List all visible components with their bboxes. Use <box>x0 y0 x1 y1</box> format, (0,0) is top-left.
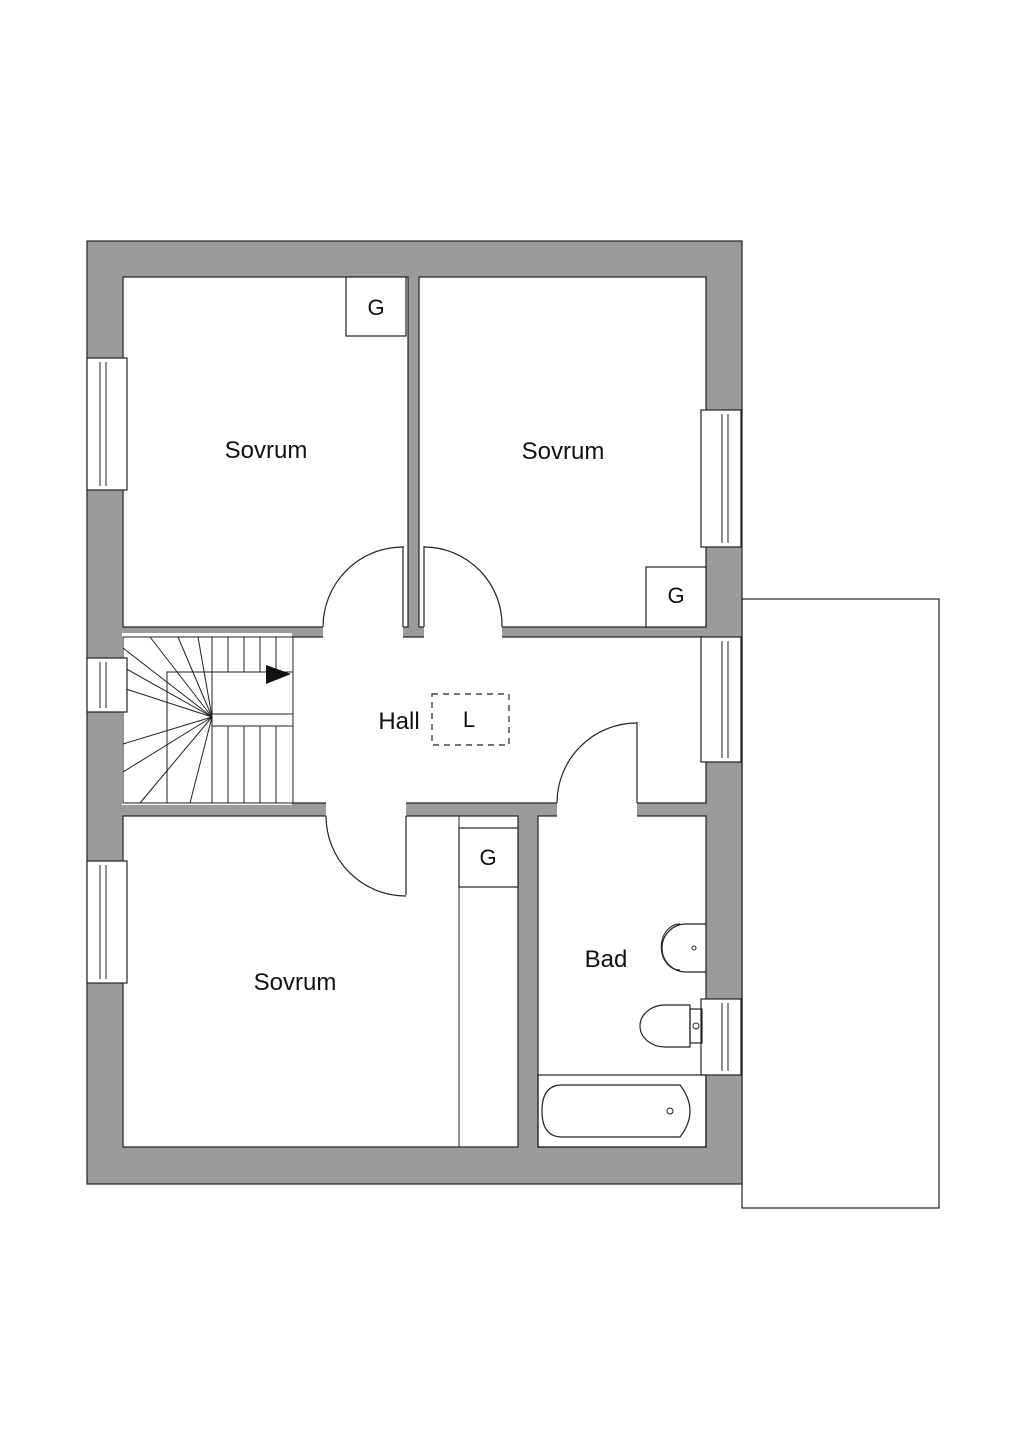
room-bedroom-bottom <box>122 815 519 1148</box>
door-bottom-left <box>325 815 407 897</box>
window-left-top <box>86 357 128 491</box>
wardrobe-bottom <box>458 816 518 1147</box>
attic-hatch <box>431 693 510 746</box>
attic-hatch-label: L <box>463 707 475 732</box>
window-left-bottom <box>86 860 128 984</box>
room-label-bedroom-top-right: Sovrum <box>522 438 605 465</box>
window-right-hall <box>700 636 742 763</box>
bathtub-icon <box>537 1074 707 1148</box>
balcony-outline <box>741 598 940 1209</box>
door-opening-top-right <box>424 625 502 639</box>
door-opening-bottom <box>326 801 406 818</box>
door-opening-bath <box>557 801 637 818</box>
room-bath <box>537 815 707 1148</box>
room-label-bedroom-top-left: Sovrum <box>225 437 308 464</box>
closet-top-left <box>345 276 407 337</box>
window-right-top <box>700 409 742 548</box>
closet-label-bottom: G <box>479 845 496 870</box>
room-label-hall: Hall <box>378 708 419 735</box>
room-label-bedroom-bottom: Sovrum <box>254 969 337 996</box>
closet-top-right <box>645 566 707 628</box>
closet-label-top-right: G <box>667 583 684 608</box>
door-bath <box>556 722 638 804</box>
toilet-icon <box>639 1004 703 1048</box>
closet-bottom <box>458 827 519 888</box>
window-left-stairs <box>86 657 128 713</box>
door-top-right <box>423 546 503 628</box>
sink-icon <box>660 923 706 973</box>
stair-direction-arrow-icon <box>266 665 291 684</box>
closet-label-top-left: G <box>367 295 384 320</box>
door-top-left <box>322 546 404 628</box>
window-right-bath <box>700 998 742 1076</box>
staircase <box>122 636 294 804</box>
room-label-bath: Bad <box>585 946 628 973</box>
door-opening-top-left <box>323 625 403 639</box>
